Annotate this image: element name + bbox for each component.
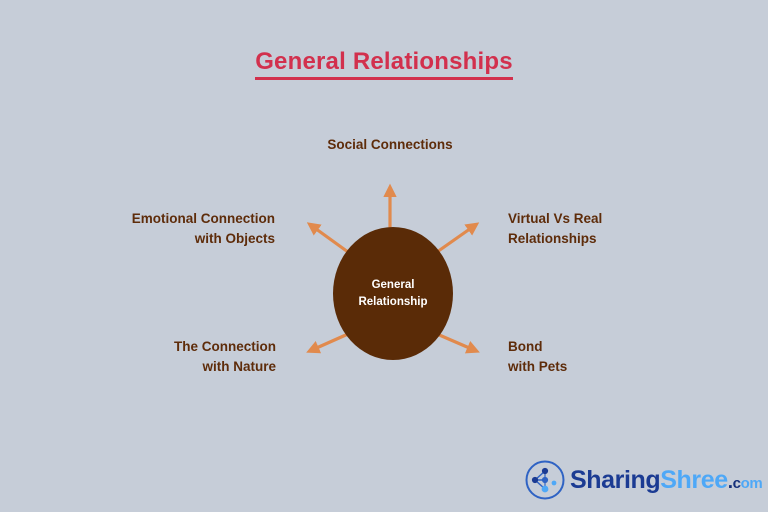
logo-letter-c: c	[732, 474, 741, 492]
center-node: General Relationship	[333, 227, 453, 360]
page-title: General Relationships	[0, 48, 768, 80]
page-title-text: General Relationships	[255, 48, 513, 80]
arrow-lower-right	[436, 332, 480, 354]
center-node-label: General Relationship	[358, 278, 428, 308]
logo-wordmark: SharingShree.com	[570, 465, 763, 494]
arrow-upper-right	[436, 222, 480, 254]
logo-letters-om: om	[740, 474, 763, 492]
branch-label-pets: Bond with Pets	[508, 339, 568, 375]
branch-label-social: Social Connections	[327, 137, 453, 152]
arrow-lower-left	[306, 332, 349, 354]
branch-label-virtual: Virtual Vs Real Relationships	[508, 211, 603, 247]
logo-part-shree: Shree	[660, 465, 728, 494]
logo-dot: .	[727, 471, 733, 493]
arrow-upper-left	[306, 222, 349, 254]
site-logo[interactable]: SharingShree.com	[524, 458, 763, 502]
logo-part-sharing: Sharing	[570, 465, 661, 494]
branch-label-emotional: Emotional Connection with Objects	[131, 211, 275, 247]
network-share-icon	[525, 460, 565, 500]
branch-label-nature: The Connection with Nature	[174, 339, 276, 375]
